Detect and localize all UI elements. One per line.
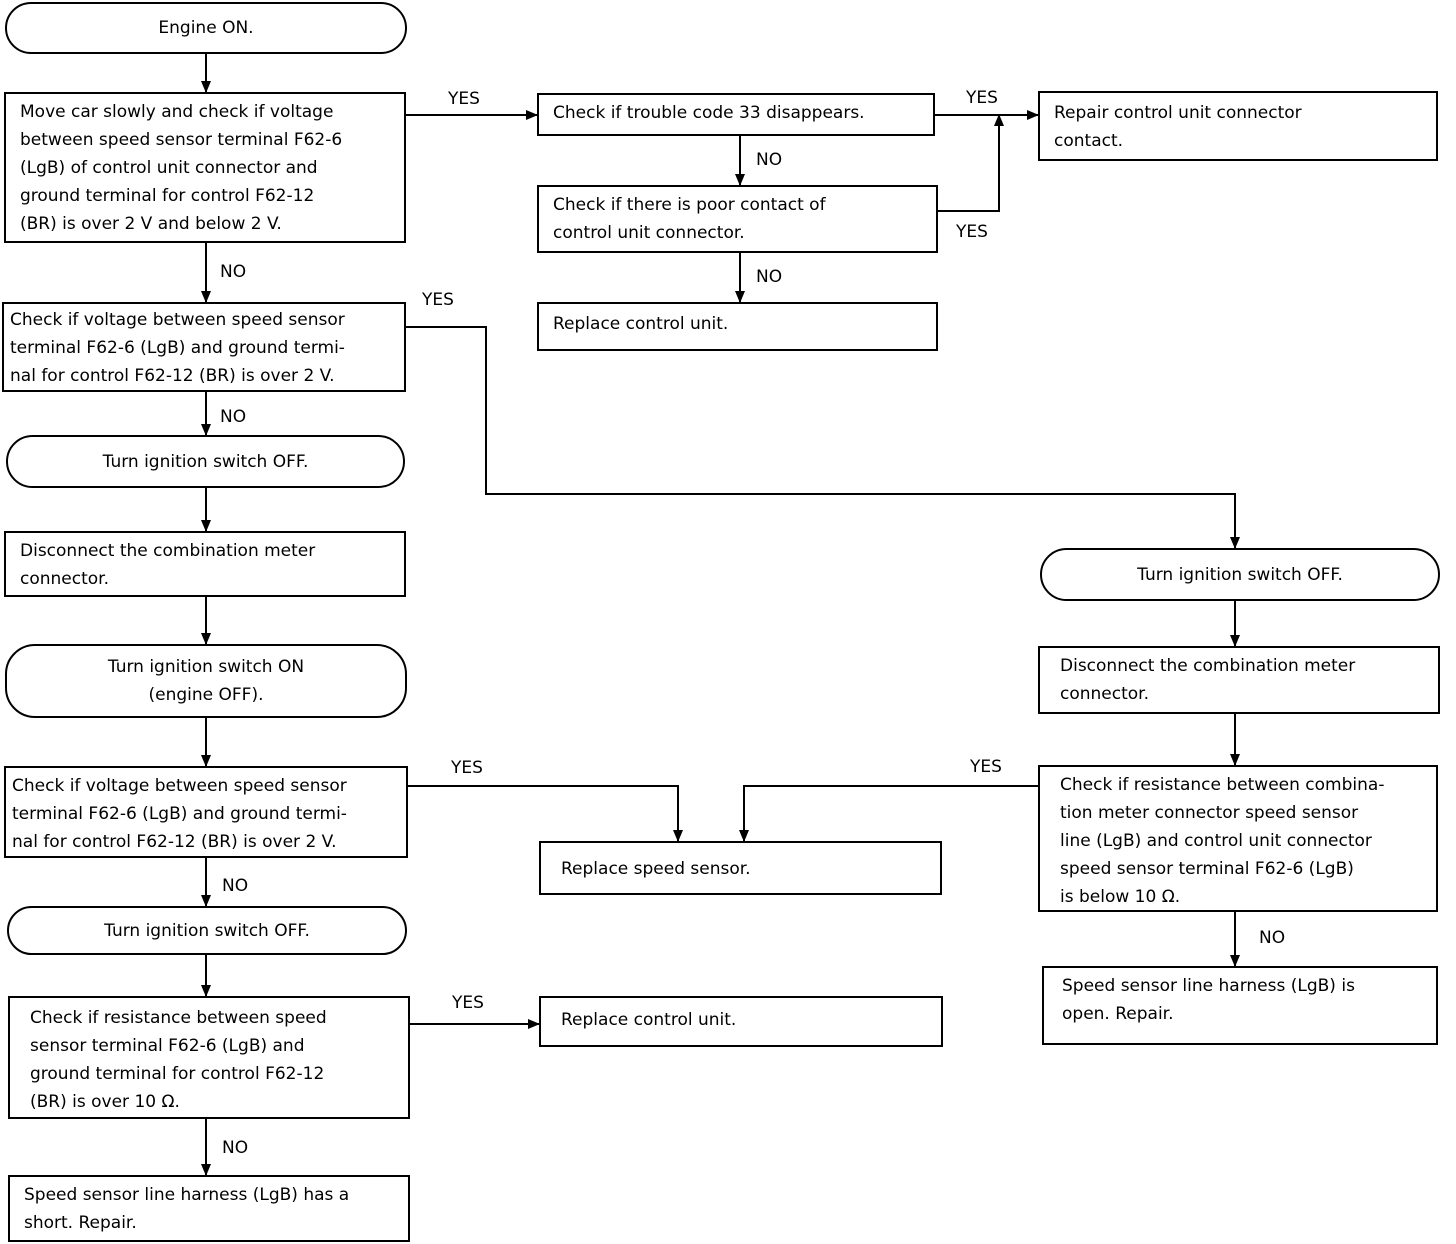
node-text: Check if voltage between speed sensor bbox=[10, 310, 345, 330]
node-ignition-off-2: Turn ignition switch OFF. bbox=[7, 906, 407, 955]
node-move-car-check: Move car slowly and check if voltage bet… bbox=[4, 92, 406, 243]
node-text: Check if trouble code 33 disappears. bbox=[553, 103, 865, 123]
node-text: Disconnect the combination meter bbox=[20, 541, 316, 561]
label-no-move: NO bbox=[220, 262, 247, 282]
label-no-check-resistance-line: NO bbox=[1259, 928, 1286, 948]
node-engine-on: Engine ON. bbox=[5, 2, 407, 54]
label-yes-code-33: YES bbox=[966, 88, 998, 108]
node-text: Engine ON. bbox=[158, 18, 254, 38]
node-text: speed sensor terminal F62-6 (LgB) bbox=[1060, 859, 1354, 879]
node-text: Repair control unit connector bbox=[1054, 103, 1302, 123]
node-text: Speed sensor line harness (LgB) is bbox=[1062, 976, 1355, 996]
node-text: Replace speed sensor. bbox=[561, 859, 751, 879]
node-text: Disconnect the combination meter bbox=[1060, 656, 1356, 676]
node-check-voltage-1: Check if voltage between speed sensor te… bbox=[2, 302, 406, 392]
node-check-voltage-2: Check if voltage between speed sensor te… bbox=[4, 766, 408, 858]
node-text: line (LgB) and control unit connector bbox=[1060, 831, 1372, 851]
node-text: Check if resistance between combina- bbox=[1060, 775, 1385, 795]
node-text: between speed sensor terminal F62-6 bbox=[20, 130, 343, 150]
node-text: Replace control unit. bbox=[561, 1010, 737, 1030]
node-text: nal for control F62-12 (BR) is over 2 V. bbox=[12, 832, 337, 852]
node-text: Check if voltage between speed sensor bbox=[12, 776, 347, 796]
node-disconnect-meter-2: Disconnect the combination meter connect… bbox=[1038, 646, 1440, 714]
edge-check-resistance-line-yes-to-replace-sensor bbox=[739, 785, 1038, 842]
node-repair-connector: Repair control unit connector contact. bbox=[1038, 91, 1438, 161]
node-text: Move car slowly and check if voltage bbox=[20, 102, 334, 122]
node-text: Check if there is poor contact of bbox=[553, 195, 826, 215]
node-check-resistance-line: Check if resistance between combina- tio… bbox=[1038, 765, 1438, 912]
node-text: Turn ignition switch OFF. bbox=[1137, 564, 1343, 585]
node-text: (BR) is over 2 V and below 2 V. bbox=[20, 214, 282, 234]
label-yes-check-resistance-line: YES bbox=[970, 757, 1002, 777]
node-text: terminal F62-6 (LgB) and ground termi- bbox=[10, 338, 345, 358]
edge-check-voltage-1-yes-to-ignition-off-3 bbox=[404, 326, 1240, 549]
label-yes-check-voltage-2: YES bbox=[451, 758, 483, 778]
node-text: Turn ignition switch OFF. bbox=[102, 451, 309, 472]
node-text: connector. bbox=[20, 569, 110, 589]
node-text: is below 10 Ω. bbox=[1060, 887, 1181, 907]
node-text: control unit connector. bbox=[553, 223, 745, 243]
label-no-check-voltage-2: NO bbox=[222, 876, 249, 896]
node-text: contact. bbox=[1054, 131, 1124, 151]
node-text: Speed sensor line harness (LgB) has a bbox=[24, 1185, 350, 1205]
label-no-check-voltage-1: NO bbox=[220, 407, 247, 427]
node-text: ground terminal for control F62-12 bbox=[30, 1064, 325, 1084]
label-no-code-33: NO bbox=[756, 150, 783, 170]
node-check-poor-contact: Check if there is poor contact of contro… bbox=[537, 185, 938, 253]
node-text: ground terminal for control F62-12 bbox=[20, 186, 315, 206]
label-yes-move: YES bbox=[448, 89, 480, 109]
label-yes-check-voltage-1: YES bbox=[422, 290, 454, 310]
node-replace-control-unit-2: Replace control unit. bbox=[539, 996, 943, 1047]
node-replace-speed-sensor: Replace speed sensor. bbox=[539, 841, 942, 895]
node-text: tion meter connector speed sensor bbox=[1060, 803, 1359, 823]
node-text: terminal F62-6 (LgB) and ground termi- bbox=[12, 804, 347, 824]
edge-check-voltage-2-yes-to-replace-sensor bbox=[406, 785, 683, 842]
node-check-code-33: Check if trouble code 33 disappears. bbox=[537, 93, 935, 136]
edge-poor-contact-yes-to-repair bbox=[938, 114, 1004, 212]
node-text: Turn ignition switch OFF. bbox=[104, 920, 310, 941]
label-yes-check-resistance-ground: YES bbox=[452, 993, 484, 1013]
node-text: sensor terminal F62-6 (LgB) and bbox=[30, 1036, 305, 1056]
node-text: (BR) is over 10 Ω. bbox=[30, 1092, 180, 1112]
label-no-poor-contact: NO bbox=[756, 267, 783, 287]
node-text: connector. bbox=[1060, 684, 1150, 704]
node-replace-control-unit-1: Replace control unit. bbox=[537, 302, 938, 351]
node-ignition-on: Turn ignition switch ON (engine OFF). bbox=[5, 644, 407, 718]
node-text: (LgB) of control unit connector and bbox=[20, 158, 318, 178]
node-harness-short: Speed sensor line harness (LgB) has a sh… bbox=[8, 1175, 410, 1242]
label-no-check-resistance-ground: NO bbox=[222, 1138, 249, 1158]
node-text: Replace control unit. bbox=[553, 314, 729, 334]
node-harness-open: Speed sensor line harness (LgB) is open.… bbox=[1042, 966, 1438, 1045]
node-ignition-off-1: Turn ignition switch OFF. bbox=[6, 435, 405, 488]
node-disconnect-meter-1: Disconnect the combination meter connect… bbox=[4, 531, 406, 597]
label-yes-poor-contact: YES bbox=[956, 222, 988, 242]
node-check-resistance-ground: Check if resistance between speed sensor… bbox=[8, 996, 410, 1119]
node-ignition-off-3: Turn ignition switch OFF. bbox=[1040, 548, 1440, 601]
node-text: Turn ignition switch ON bbox=[107, 657, 305, 677]
node-text: nal for control F62-12 (BR) is over 2 V. bbox=[10, 366, 335, 386]
node-text: Check if resistance between speed bbox=[30, 1008, 327, 1028]
node-text: (engine OFF). bbox=[148, 685, 264, 705]
node-text: short. Repair. bbox=[24, 1213, 137, 1233]
node-text: open. Repair. bbox=[1062, 1004, 1174, 1024]
